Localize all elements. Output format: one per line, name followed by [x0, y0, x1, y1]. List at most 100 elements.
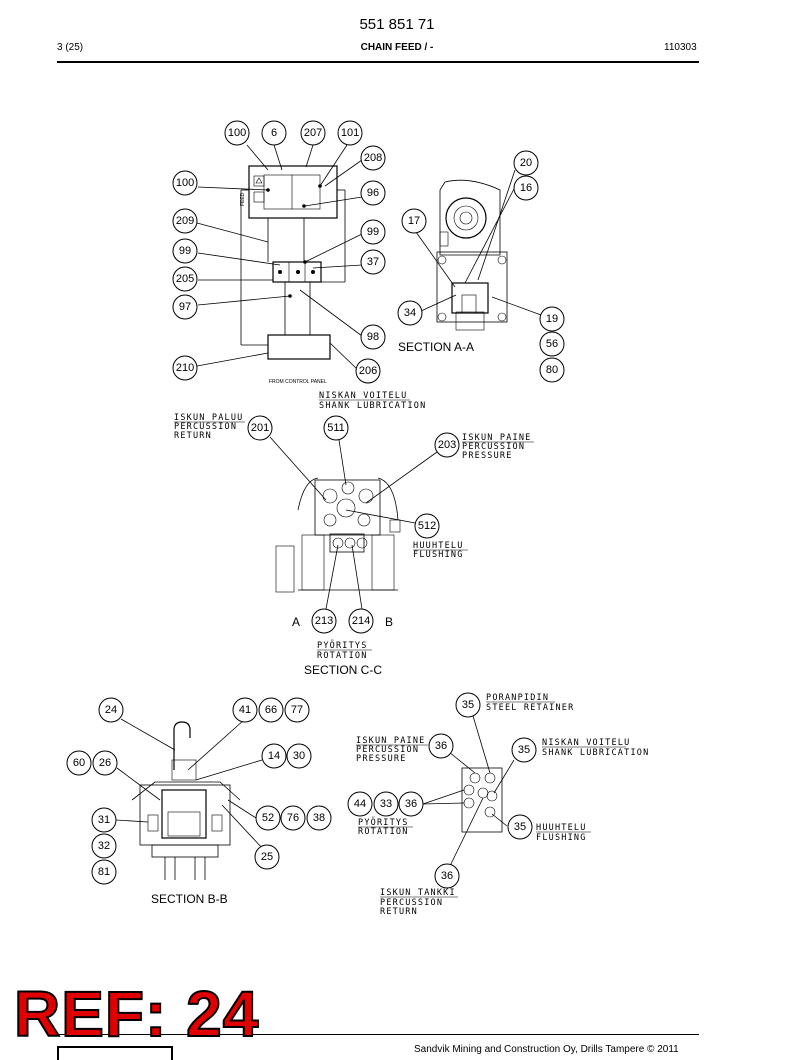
callout-bubble: 37 [360, 249, 386, 275]
shank-lub-en: SHANK LUBRICATION [542, 748, 649, 758]
callout-bubble: 41 [232, 697, 258, 723]
callout-bubble: 24 [98, 697, 124, 723]
svg-text:20: 20 [520, 157, 532, 169]
callout-bubble: 44 [347, 791, 373, 817]
svg-text:207: 207 [304, 127, 322, 139]
perc-pressure-fi: ISKUN PAINE [356, 736, 426, 746]
callout-bubble: 19 [539, 306, 565, 332]
svg-text:512: 512 [418, 520, 436, 532]
section-bb-drawing [115, 718, 265, 880]
tank-en2: RETURN [380, 907, 418, 917]
svg-text:511: 511 [327, 422, 345, 434]
flushing-port-fi: HUUHTELU [536, 823, 587, 833]
callout-bubble: 32 [91, 833, 117, 859]
svg-text:97: 97 [179, 301, 191, 313]
callout-bubble: 35 [455, 692, 481, 718]
callout-bubble: 100 [224, 120, 250, 146]
section-cc-drawing [269, 436, 438, 610]
section-title: CHAIN FEED / - [360, 42, 434, 53]
svg-text:19: 19 [546, 313, 558, 325]
svg-text:16: 16 [520, 182, 532, 194]
callout-bubble: 206 [355, 358, 381, 384]
svg-text:37: 37 [367, 256, 379, 268]
callout-bubble: 101 [337, 120, 363, 146]
callout-bubble: 98 [360, 324, 386, 350]
copyright-text: Sandvik Mining and Construction Oy, Dril… [414, 1044, 679, 1055]
callout-bubble: 100 [172, 170, 198, 196]
svg-text:201: 201 [251, 422, 269, 434]
callout-bubble: 213 [311, 608, 337, 634]
svg-text:52: 52 [262, 812, 274, 824]
callout-bubble: 6 [261, 120, 287, 146]
callout-bubble: 207 [300, 120, 326, 146]
svg-text:36: 36 [405, 798, 417, 810]
svg-text:206: 206 [359, 365, 377, 377]
perc-pressure-en1: PERCUSSION [356, 745, 419, 755]
callout-bubble: 20 [513, 150, 539, 176]
port-block-drawing [422, 715, 515, 867]
svg-text:205: 205 [176, 273, 194, 285]
callout-bubble: 31 [91, 807, 117, 833]
parts-drawing: FEED FROM CONTROL PANEL [66, 120, 649, 917]
svg-text:66: 66 [265, 704, 277, 716]
perc-pressure-en2: PRESSURE [356, 754, 407, 764]
percussion-pressure-fi: ISKUN PAINE [462, 433, 532, 443]
percussion-pressure-en2: PRESSURE [462, 451, 513, 461]
callout-bubble: 208 [360, 145, 386, 171]
svg-text:14: 14 [268, 750, 280, 762]
svg-text:34: 34 [404, 307, 416, 319]
callout-bubble: 97 [172, 294, 198, 320]
svg-text:44: 44 [354, 798, 366, 810]
callout-bubble: 80 [539, 357, 565, 383]
shank-lubrication-en: SHANK LUBRICATION [319, 401, 426, 411]
steel-retainer-fi: PORANPIDIN [486, 693, 549, 703]
callout-bubble: 35 [507, 814, 533, 840]
svg-text:35: 35 [514, 821, 526, 833]
svg-text:26: 26 [99, 757, 111, 769]
section-aa-caption: SECTION A-A [398, 340, 474, 354]
callout-bubble: 96 [360, 180, 386, 206]
callout-bubble: 511 [323, 415, 349, 441]
callout-bubble: 36 [398, 791, 424, 817]
svg-text:38: 38 [313, 812, 325, 824]
svg-text:31: 31 [98, 814, 110, 826]
port-block-labels: PORANPIDIN STEEL RETAINER ISKUN PAINE PE… [356, 693, 649, 917]
flushing-fi: HUUHTELU [413, 541, 464, 551]
callout-bubble: 214 [348, 608, 374, 634]
svg-text:80: 80 [546, 364, 558, 376]
callout-bubble: 205 [172, 266, 198, 292]
callout-bubble: 81 [91, 859, 117, 885]
tank-fi: ISKUN TANKKI [380, 888, 456, 898]
svg-text:101: 101 [341, 127, 359, 139]
flushing-en: FLUSHING [413, 550, 464, 560]
callout-bubble: 26 [92, 750, 118, 776]
rotation-fi: PYÖRITYS [317, 640, 368, 651]
section-cc-labels: NISKAN VOITELU SHANK LUBRICATION ISKUN P… [174, 391, 532, 661]
svg-text:6: 6 [271, 127, 277, 139]
callout-bubble: 16 [513, 175, 539, 201]
feed-label: FEED [240, 192, 246, 206]
callout-bubble: 210 [172, 355, 198, 381]
svg-text:210: 210 [176, 362, 194, 374]
callout-bubble: 76 [280, 805, 306, 831]
port-b-label: B [385, 615, 393, 629]
callout-bubble: 14 [261, 743, 287, 769]
section-cc-caption: SECTION C-C [304, 663, 382, 677]
footer-divider [57, 1034, 699, 1035]
callout-bubble: 36 [428, 733, 454, 759]
svg-text:41: 41 [239, 704, 251, 716]
brand-logo [57, 1046, 173, 1060]
svg-text:36: 36 [441, 870, 453, 882]
svg-text:203: 203 [438, 439, 456, 451]
svg-text:96: 96 [367, 187, 379, 199]
section-aa-drawing [415, 169, 542, 331]
callout-bubble: 33 [373, 791, 399, 817]
svg-text:98: 98 [367, 331, 379, 343]
callout-bubble: 56 [539, 331, 565, 357]
steel-retainer-en: STEEL RETAINER [486, 703, 574, 713]
document-number: 551 851 71 [359, 16, 435, 33]
percussion-return-fi: ISKUN PALUU [174, 413, 244, 423]
svg-text:208: 208 [364, 152, 382, 164]
svg-text:35: 35 [462, 699, 474, 711]
svg-text:214: 214 [352, 615, 370, 627]
